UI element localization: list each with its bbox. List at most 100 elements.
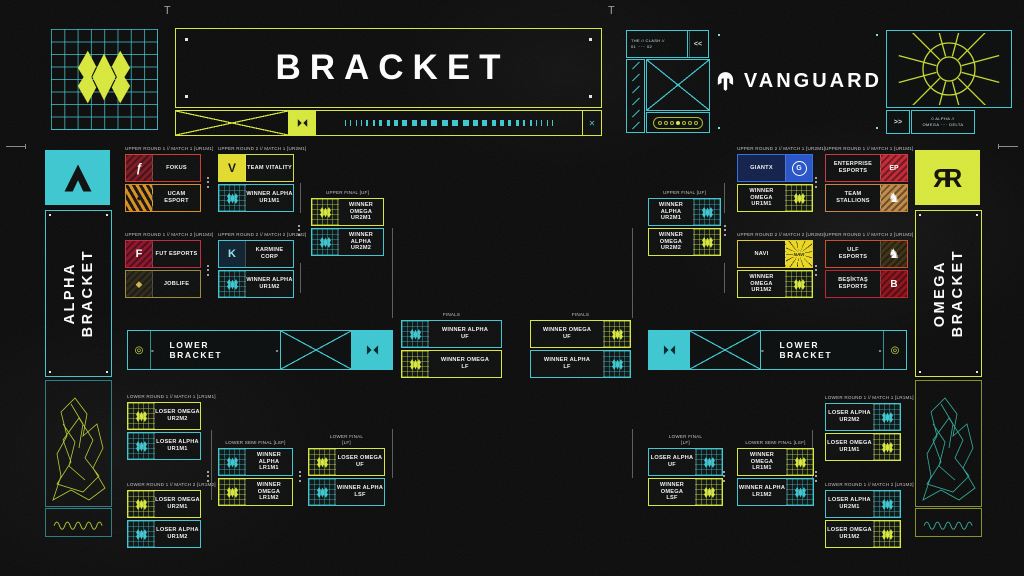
pagination-dots[interactable] <box>653 116 703 129</box>
match-row[interactable]: ◆JOBLIFE <box>125 270 201 298</box>
alpha-bracket-label: ALPHA BRACKET <box>45 210 112 377</box>
dot-separator <box>815 174 817 190</box>
registration-mark-right: T <box>608 4 615 17</box>
emblem-icon <box>128 491 155 517</box>
connector-line <box>632 228 633 318</box>
emblem-icon <box>312 229 339 255</box>
emblem-icon <box>603 351 630 377</box>
match-label: LOWER SEMI FINAL [LSF] <box>745 439 806 445</box>
squiggle-decoration <box>45 508 112 537</box>
meta-line2: OMEGA ···· DELTA <box>922 122 964 127</box>
match-label: UPPER FINAL [UF] <box>325 189 370 195</box>
connector-line <box>392 429 393 478</box>
match-label: UPPER ROUND 1 // MATCH 1 [UR1M1] <box>825 145 914 151</box>
match-label: UPPER ROUND 1 // MATCH 2 [UR1M2] <box>125 231 214 237</box>
forward-icon[interactable]: >> <box>886 110 910 134</box>
team-logo: ♞ <box>880 185 907 211</box>
x-pattern <box>689 331 761 369</box>
team-logo: EP <box>880 155 907 181</box>
connector-line <box>300 263 301 293</box>
emblem-icon <box>128 433 155 459</box>
match-label: LOWER SEMI FINAL [LSF] <box>225 439 286 445</box>
bowtie-button[interactable] <box>289 111 316 135</box>
emblem-icon <box>402 321 429 347</box>
sidebar-word: ALPHA <box>61 262 78 325</box>
tournament-logo <box>51 29 158 130</box>
close-x-icon[interactable]: ✕ <box>582 111 601 135</box>
banner-bar: ✕ <box>175 110 602 136</box>
emblem-icon <box>128 403 155 429</box>
emblem-icon <box>312 199 339 225</box>
banner: BRACKET <box>175 28 602 108</box>
match-label: LOWER FINAL[LF] <box>329 434 364 445</box>
corner-dot <box>876 34 878 36</box>
corner-dot <box>185 38 188 41</box>
emblem-icon <box>128 521 155 547</box>
bowtie-button[interactable] <box>649 331 689 369</box>
team-logo: F <box>126 241 153 267</box>
connector-line <box>300 183 301 213</box>
bowtie-button[interactable] <box>352 331 392 369</box>
match-label: UPPER ROUND 2 // MATCH 1 [UR2M1] <box>737 145 826 151</box>
rewind-icon[interactable]: << <box>687 30 709 58</box>
sponsor-lockup: VANGUARD <box>714 30 882 133</box>
edge-mark-right <box>998 144 1018 149</box>
match-a-lr1m1: LOWER ROUND 1 // MATCH 1 [LR1M1]LOSER OM… <box>127 394 216 460</box>
team-logo: V <box>219 155 246 181</box>
dot-separator <box>724 222 726 238</box>
emblem-icon <box>309 449 336 475</box>
participant-name: FOKUS <box>166 164 187 171</box>
